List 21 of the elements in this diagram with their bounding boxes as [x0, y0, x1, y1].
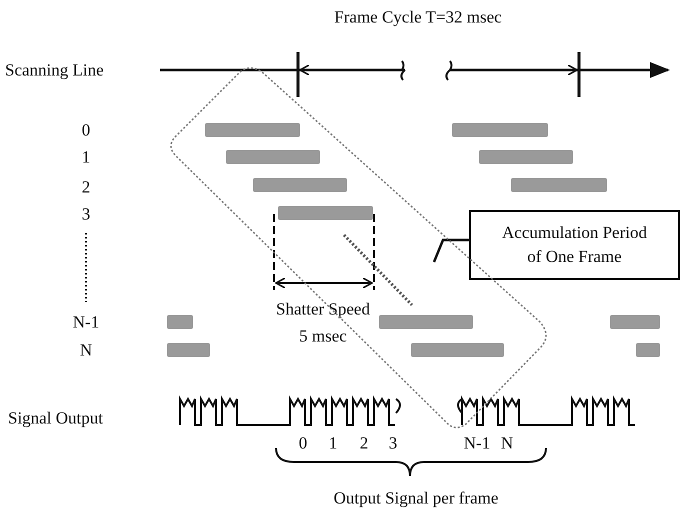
axis-label: Signal Output: [8, 410, 103, 426]
signal-index-label: 3: [388, 434, 398, 452]
callout-text: Accumulation Period of One Frame: [501, 222, 648, 268]
signal-index-label: N: [500, 434, 514, 452]
callout-box: [469, 210, 680, 280]
signal-index-label: 2: [360, 434, 368, 452]
row-label: 0: [82, 122, 90, 138]
axis-label: Scanning Line: [5, 62, 104, 78]
leader-line: [432, 238, 469, 262]
row-label: 3: [82, 206, 90, 222]
row-label: 1: [82, 148, 90, 166]
timing-label: Frame Cycle T=32 msec: [334, 8, 502, 26]
row-label: N-1: [72, 314, 100, 330]
signal-index-label: 1: [328, 434, 338, 452]
dimension-label: Shatter Speed: [276, 300, 370, 318]
signal-index-label: 0: [298, 434, 308, 452]
row-label: N: [80, 342, 92, 358]
dimension-label: 5 msec: [299, 328, 347, 344]
brace-label: Output Signal per frame: [334, 490, 498, 506]
signal-index-label: N-1: [464, 434, 490, 452]
row-label: 2: [82, 178, 90, 196]
